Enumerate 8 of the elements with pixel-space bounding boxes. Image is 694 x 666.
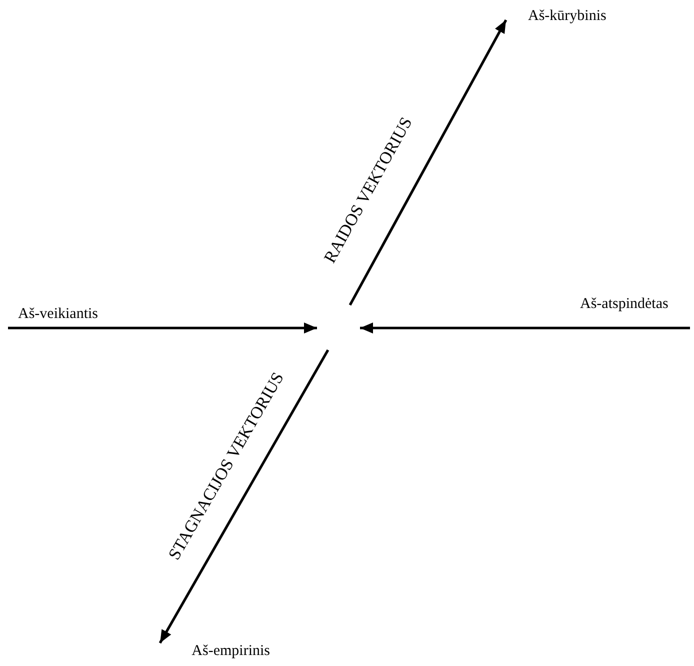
node-label: Aš-atspindėtas	[580, 296, 668, 313]
arrow	[348, 19, 508, 306]
arrow	[8, 322, 317, 334]
arrow	[360, 322, 690, 334]
node-label: Aš-veikiantis	[18, 306, 98, 323]
node-label: Aš-empirinis	[192, 643, 270, 660]
arrow	[158, 349, 330, 644]
node-label: Aš-kūrybinis	[528, 8, 606, 25]
